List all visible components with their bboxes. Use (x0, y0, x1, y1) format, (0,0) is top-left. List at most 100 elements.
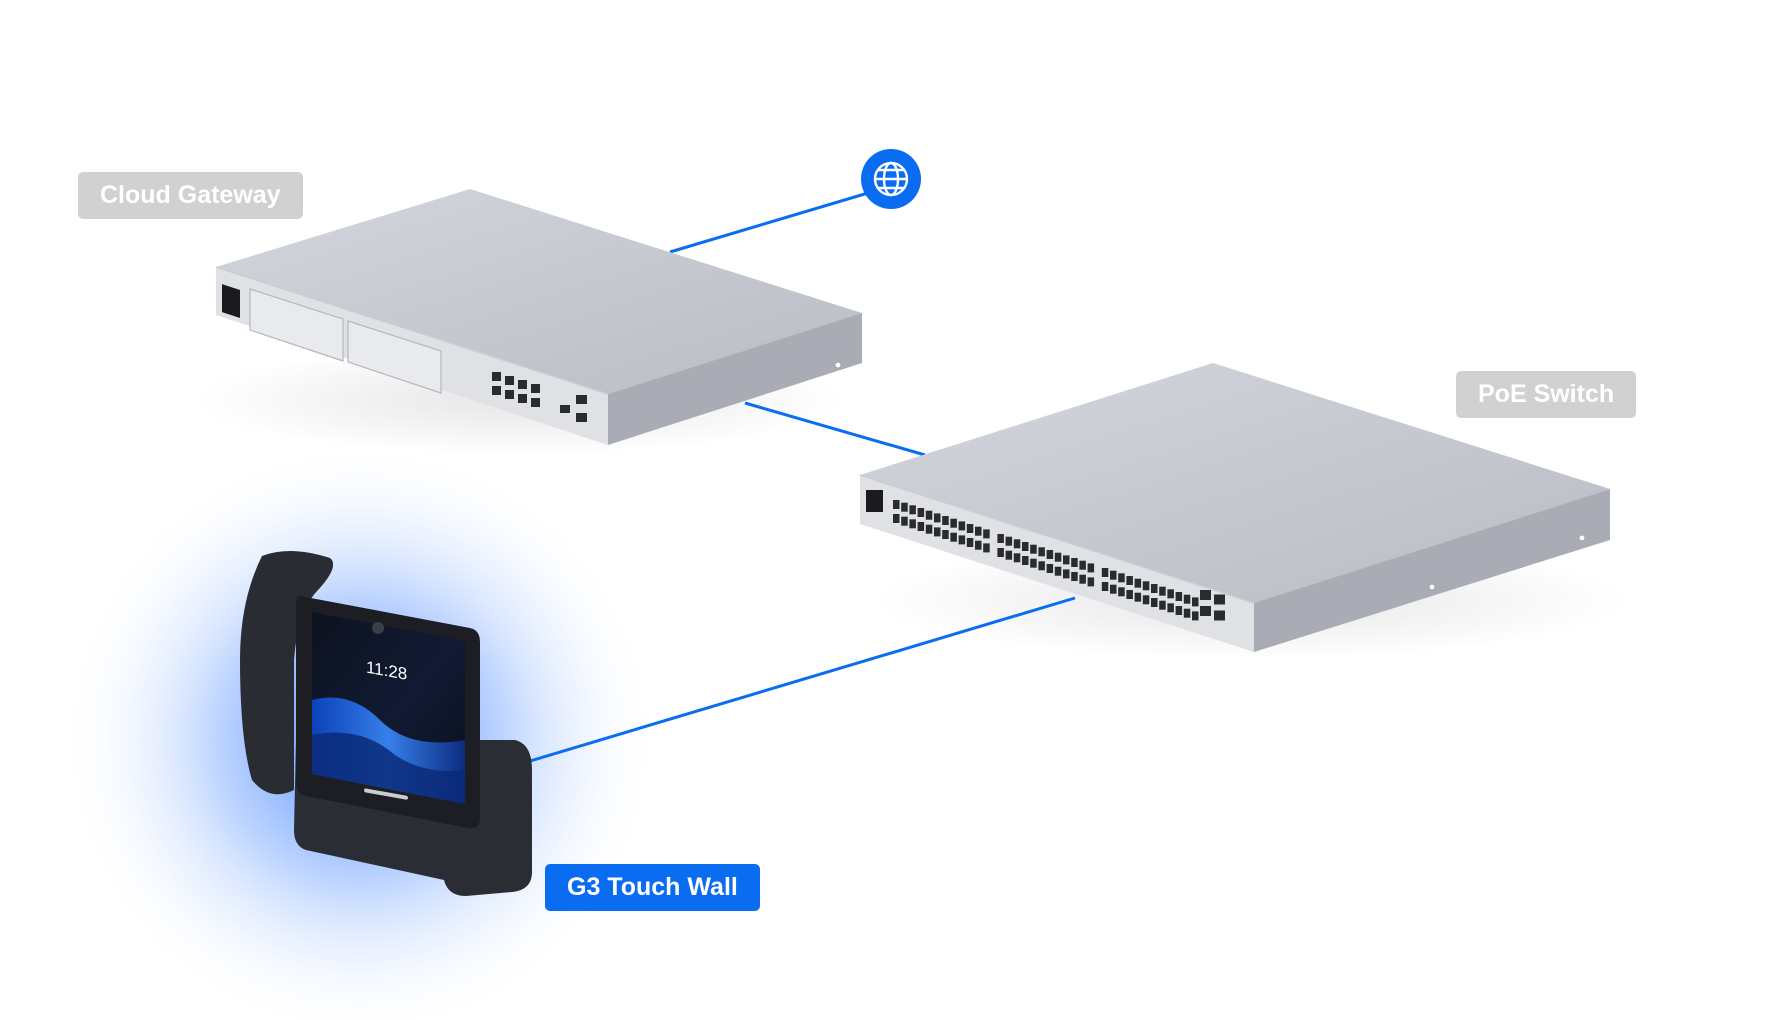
switch-port (1110, 584, 1117, 594)
switch-port (1101, 582, 1109, 591)
switch-port (1118, 587, 1125, 597)
switch-sfp-port (1214, 594, 1225, 605)
link-internet-gateway (669, 191, 869, 254)
switch-port (997, 548, 1004, 557)
switch-top (860, 363, 1610, 603)
switch-port (958, 535, 966, 545)
switch-port (1087, 577, 1095, 587)
switch-port (1038, 561, 1045, 571)
switch-port (1142, 581, 1150, 591)
switch-port (1183, 594, 1191, 604)
g3-touch-wall-device: 11:28 (240, 550, 532, 896)
switch-port (1079, 560, 1086, 570)
switch-port (975, 526, 982, 536)
switch-port (917, 522, 925, 531)
switch-port (1192, 597, 1199, 607)
switch-port (901, 516, 908, 526)
switch-port (950, 532, 957, 542)
switch-port (1013, 539, 1021, 549)
globe-icon (861, 149, 921, 209)
switch-port (1151, 584, 1158, 593)
switch-ports (893, 500, 1225, 621)
poe-switch-label: PoE Switch (1456, 371, 1637, 418)
gateway-top (216, 189, 862, 394)
switch-front (860, 475, 1254, 652)
switch-port (1046, 564, 1054, 573)
switch-port (1005, 550, 1013, 560)
link-switch-touchwall (519, 596, 1076, 766)
switch-port (1038, 547, 1045, 557)
touch-wall-indicator-bar (364, 788, 408, 800)
link-gateway-switch (744, 401, 926, 457)
switch-port (1118, 573, 1125, 583)
switch-port (1126, 576, 1133, 585)
switch-port (1110, 570, 1117, 580)
switch-port (942, 516, 949, 525)
switch-port (1046, 550, 1054, 559)
gateway-drive-bay-1 (249, 288, 344, 362)
switch-port (1054, 566, 1062, 576)
gateway-ports (492, 372, 587, 422)
switch-port (909, 519, 916, 529)
switch-port (1167, 589, 1174, 599)
switch-port (1087, 563, 1095, 573)
switch-port (893, 500, 900, 509)
switch-port (950, 518, 957, 528)
switch-port (1134, 592, 1142, 602)
switch-port (1030, 544, 1037, 554)
switch-port (925, 510, 933, 520)
touch-wall-camera (372, 622, 384, 634)
cloud-gateway-label: Cloud Gateway (78, 172, 303, 219)
switch-port (983, 543, 990, 553)
gateway-power-button (222, 284, 240, 318)
switch-port (975, 540, 982, 550)
switch-port (1005, 536, 1013, 546)
switch-port (1022, 556, 1029, 565)
switch-port (901, 502, 908, 512)
switch-port (1071, 558, 1078, 567)
switch-port (1151, 598, 1158, 607)
switch-port (909, 505, 916, 515)
switch-port (997, 534, 1004, 543)
switch-port (893, 514, 900, 523)
gateway-drive-bay-2 (347, 320, 442, 394)
switch-port (1079, 574, 1086, 584)
switch-port (1175, 592, 1183, 601)
switch-port (1063, 569, 1070, 579)
switch-port (1030, 558, 1037, 568)
switch-port (1063, 555, 1070, 565)
switch-port (917, 508, 925, 517)
switch-port (1159, 600, 1166, 610)
switch-port (1126, 590, 1133, 599)
switch-sfp-port (1214, 610, 1225, 621)
switch-port (925, 524, 933, 534)
switch-port (1159, 586, 1166, 596)
switch-port (1192, 611, 1199, 621)
switch-port (1022, 542, 1029, 551)
switch-port (1167, 603, 1174, 613)
switch-sfp-port (1200, 606, 1211, 616)
switch-port (983, 529, 990, 539)
cloud-gateway-device (215, 189, 862, 445)
switch-port (1183, 608, 1191, 618)
switch-sfp-port (1200, 590, 1211, 600)
switch-port (1175, 606, 1183, 615)
switch-port (966, 524, 974, 533)
switch-port (1134, 578, 1142, 588)
switch-console-port (866, 490, 883, 512)
gateway-side (608, 313, 862, 445)
connection-lines (519, 191, 1076, 766)
touch-wall-handset (240, 550, 334, 795)
switch-port (1054, 552, 1062, 562)
switch-port (934, 513, 941, 523)
switch-port (1013, 553, 1021, 563)
switch-port (966, 538, 974, 547)
switch-port (958, 521, 966, 531)
switch-port (1101, 568, 1109, 577)
switch-port (934, 527, 941, 537)
switch-port (1071, 572, 1078, 581)
poe-switch-device (859, 363, 1610, 652)
switch-port (1142, 595, 1150, 605)
switch-side (1254, 489, 1610, 652)
